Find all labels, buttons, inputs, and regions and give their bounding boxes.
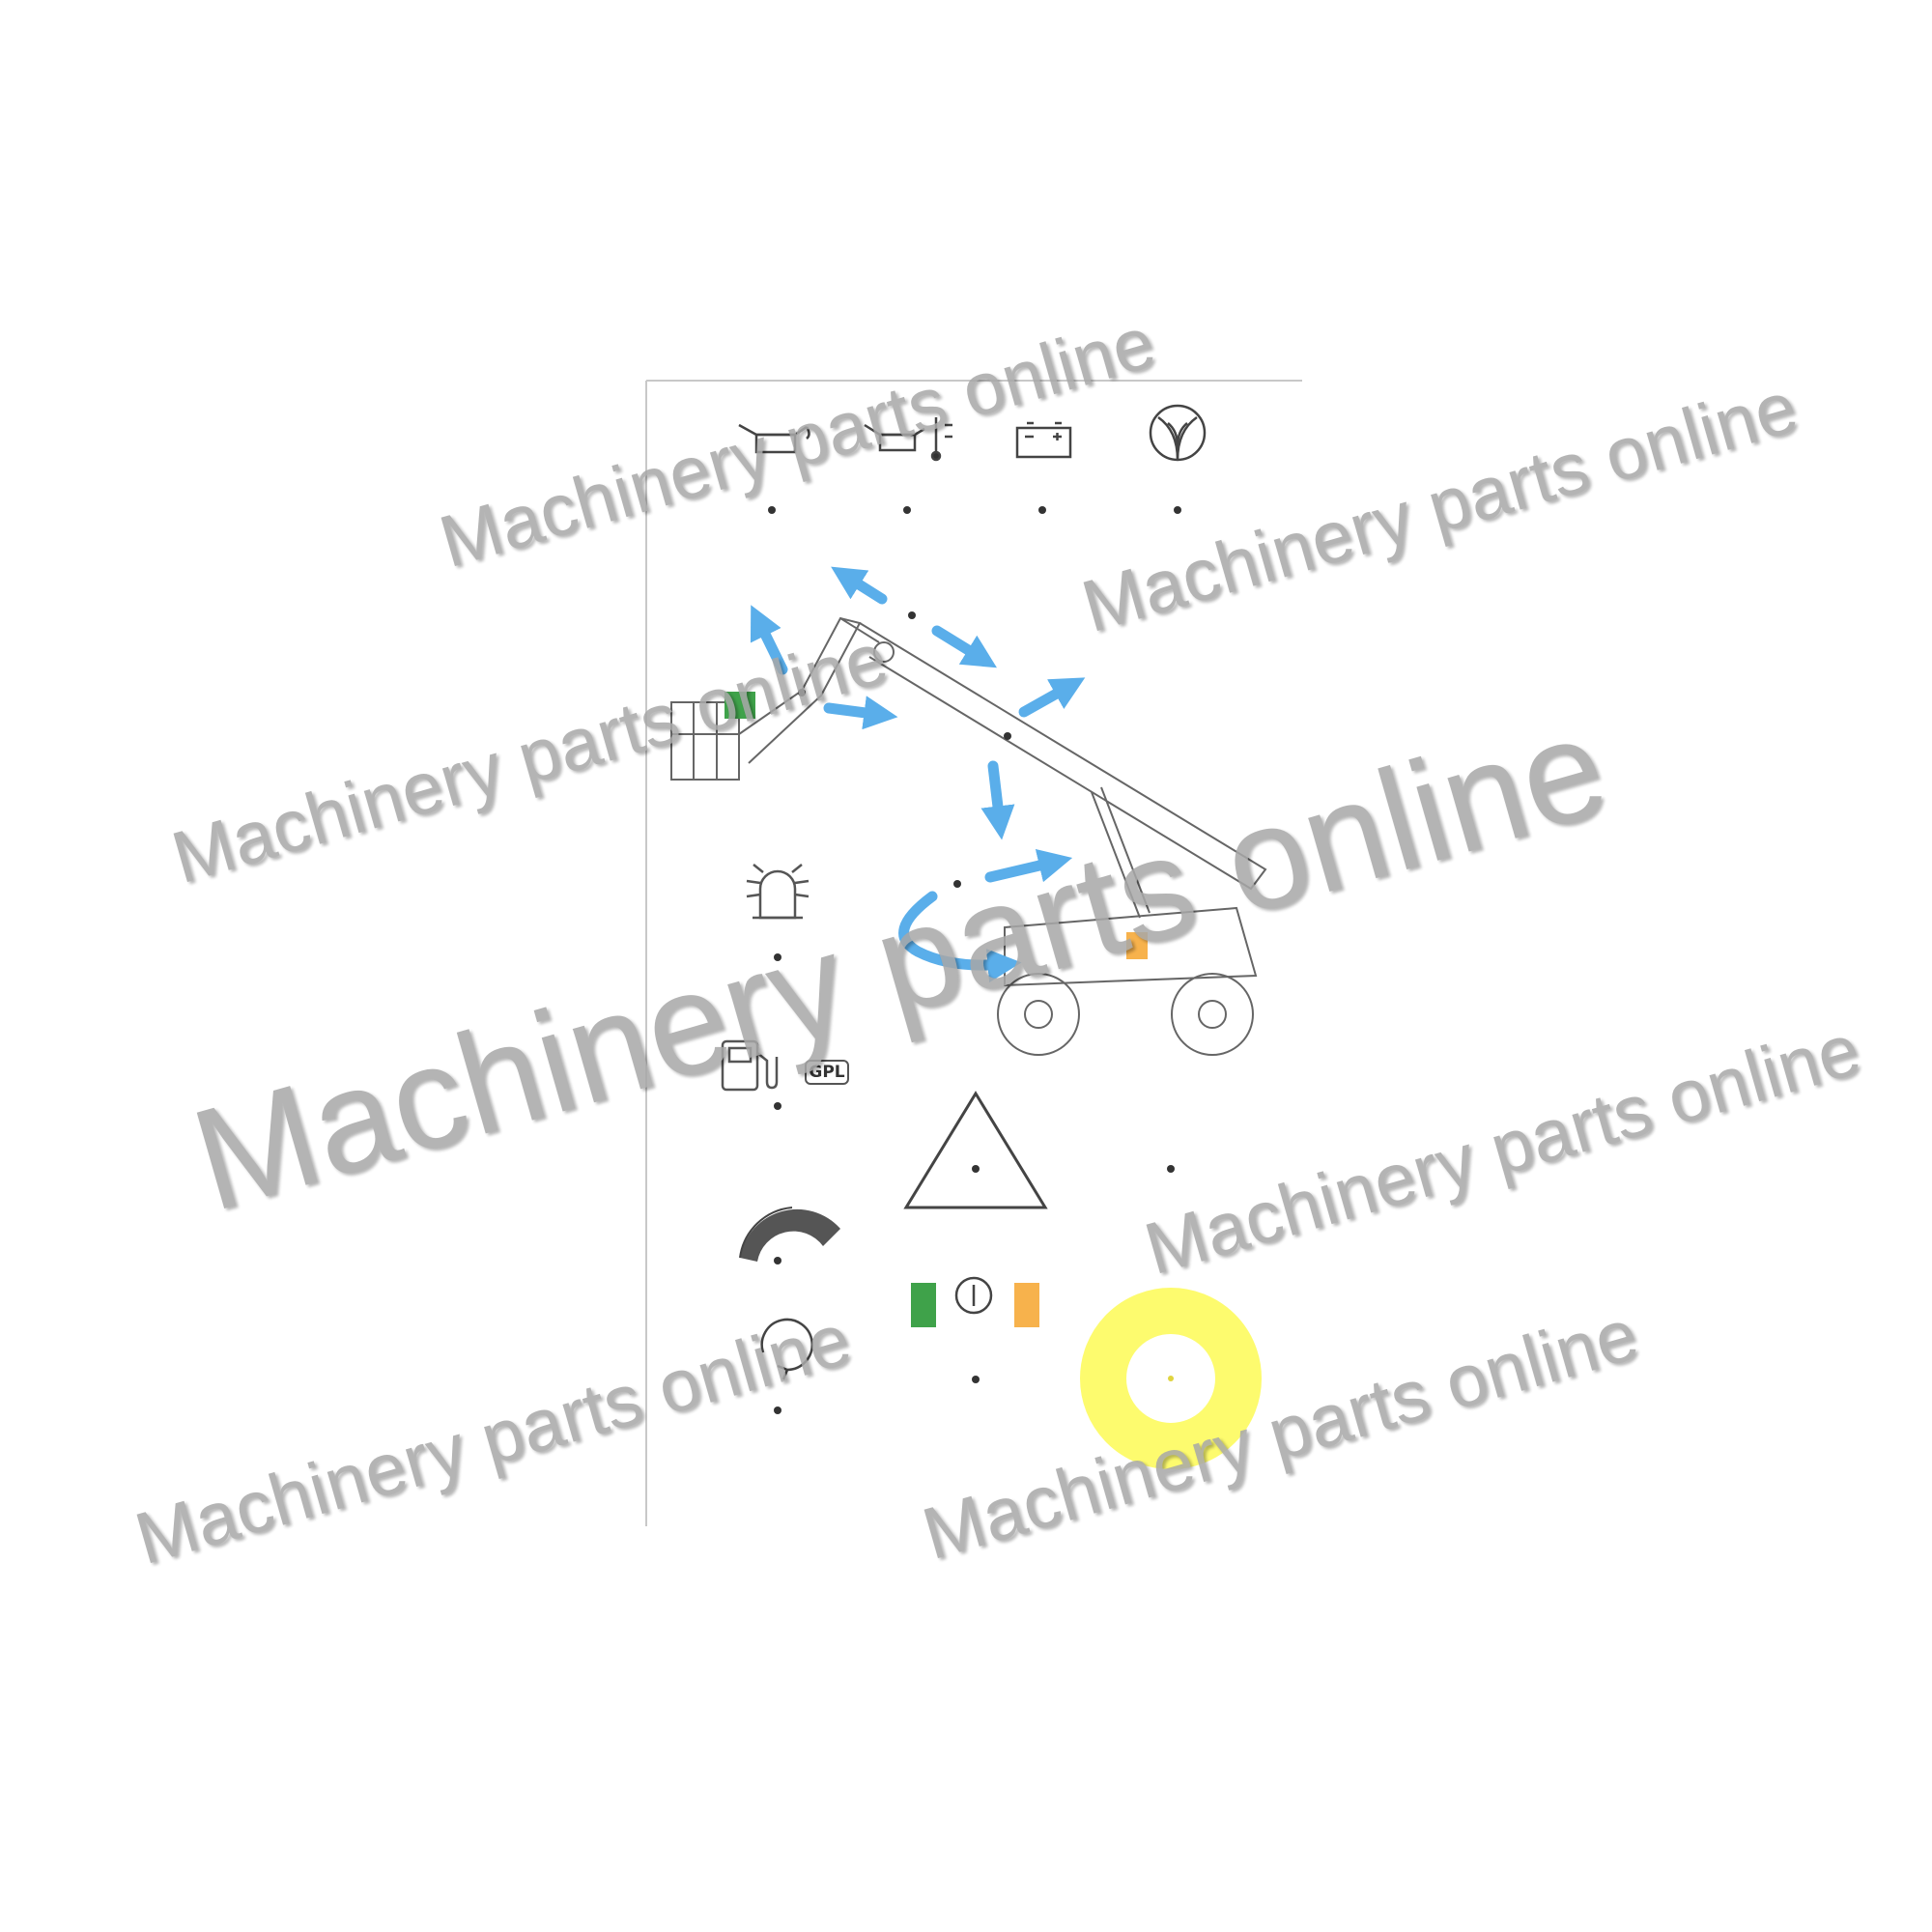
fuel-dot — [774, 1102, 781, 1110]
warning-triangle-icon — [903, 1091, 1048, 1209]
rotation-icon — [760, 1318, 813, 1414]
power-symbol-icon — [911, 1276, 1039, 1383]
air-filter-icon — [1149, 404, 1207, 462]
triangle-side-dot — [1167, 1165, 1175, 1173]
indicator-dots — [768, 506, 1181, 514]
panel-border — [645, 380, 1302, 1526]
oil-level-icon — [738, 423, 810, 454]
emergency-stop-ring — [1080, 1288, 1262, 1469]
oil-temperature-icon — [864, 417, 952, 462]
beacon-light-icon — [746, 864, 810, 920]
fuel-pump-icon — [721, 1039, 779, 1092]
speed-gauge-icon — [739, 1207, 840, 1264]
aerial-platform-icon — [670, 616, 1267, 1056]
gpl-badge: GPL — [805, 1060, 849, 1085]
beacon-dot — [774, 953, 781, 961]
platform-green-marker — [724, 692, 755, 719]
battery-icon — [1015, 421, 1072, 459]
joystick-dots — [798, 611, 1011, 888]
movement-arrows — [750, 566, 1086, 983]
chassis-orange-marker — [1126, 932, 1148, 959]
